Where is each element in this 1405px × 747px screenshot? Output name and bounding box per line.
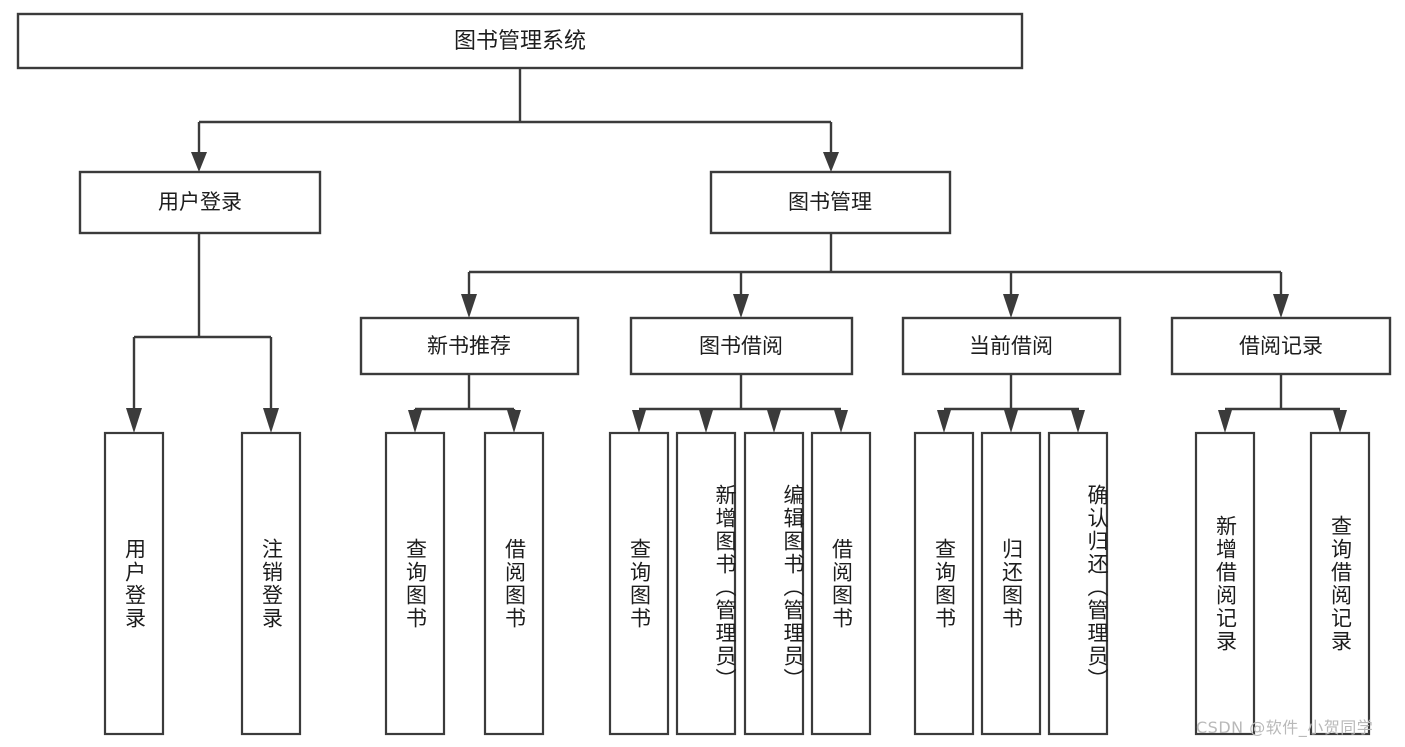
arrow-head-borrow-leaf4: [834, 410, 848, 433]
arrow-head-borrow-leaf3: [767, 410, 781, 433]
node-root-box[interactable]: [16, 12, 1024, 70]
leaf-box-borrow-1[interactable]: [675, 431, 737, 736]
node-new-book-recommend-label: 新书推荐: [427, 334, 511, 358]
node-root-label: 图书管理系统: [454, 29, 586, 54]
arrow-head-rec-leaf2: [507, 410, 521, 433]
leaf-box-borrow-0[interactable]: [608, 431, 670, 736]
leaf-box-records-1[interactable]: [1309, 431, 1371, 736]
connector-group-current: [937, 374, 1085, 433]
arrow-head-records-leaf2: [1333, 410, 1347, 433]
connector-group-book-mgmt: [461, 233, 1289, 318]
leaf-box-user-login-0[interactable]: [103, 431, 165, 736]
arrow-head-current-leaf2: [1004, 410, 1018, 433]
arrow-head-rec-leaf1: [408, 410, 422, 433]
arrow-head-book-mgmt: [823, 152, 839, 172]
node-user-login-box[interactable]: [78, 170, 322, 235]
node-current-borrow-box[interactable]: [901, 316, 1122, 376]
leaf-box-records-0[interactable]: [1194, 431, 1256, 736]
connector-group-user-login: [126, 233, 279, 433]
arrow-head-leaf-user-login: [126, 408, 142, 433]
arrow-head-current-leaf1: [937, 410, 951, 433]
node-user-login-label: 用户登录: [158, 190, 242, 214]
connector-group-records: [1218, 374, 1347, 433]
node-book-mgmt-label: 图书管理: [788, 190, 872, 214]
arrow-head-records-leaf1: [1218, 410, 1232, 433]
node-book-borrow-label: 图书借阅: [699, 334, 783, 358]
leaf-box-current-2[interactable]: [1047, 431, 1109, 736]
connector-group-root: [191, 69, 839, 172]
arrow-head-current: [1003, 294, 1019, 318]
node-book-borrow-box[interactable]: [629, 316, 854, 376]
arrow-head-recommend: [461, 294, 477, 318]
arrow-head-records: [1273, 294, 1289, 318]
arrow-head-user-login: [191, 152, 207, 172]
arrow-head-borrow-leaf2: [699, 410, 713, 433]
leaf-box-borrow-2[interactable]: [743, 431, 805, 736]
node-new-book-recommend-box[interactable]: [359, 316, 580, 376]
arrow-head-leaf-logout: [263, 408, 279, 433]
node-book-mgmt-box[interactable]: [709, 170, 952, 235]
leaf-box-current-0[interactable]: [913, 431, 975, 736]
arrow-head-current-leaf3: [1071, 410, 1085, 433]
node-borrow-records-box[interactable]: [1170, 316, 1392, 376]
leaf-box-recommend-0[interactable]: [384, 431, 446, 736]
arrow-head-borrow-leaf1: [632, 410, 646, 433]
arrow-head-borrow: [733, 294, 749, 318]
leaf-box-current-1[interactable]: [980, 431, 1042, 736]
leaf-box-borrow-3[interactable]: [810, 431, 872, 736]
node-borrow-records-label: 借阅记录: [1239, 334, 1323, 358]
leaf-box-recommend-1[interactable]: [483, 431, 545, 736]
node-current-borrow-label: 当前借阅: [969, 334, 1053, 358]
connector-group-borrow: [632, 374, 848, 433]
csdn-watermark: CSDN @软件_小贺同学: [1196, 718, 1374, 737]
leaf-box-user-login-1[interactable]: [240, 431, 302, 736]
connector-group-recommend: [408, 374, 521, 433]
